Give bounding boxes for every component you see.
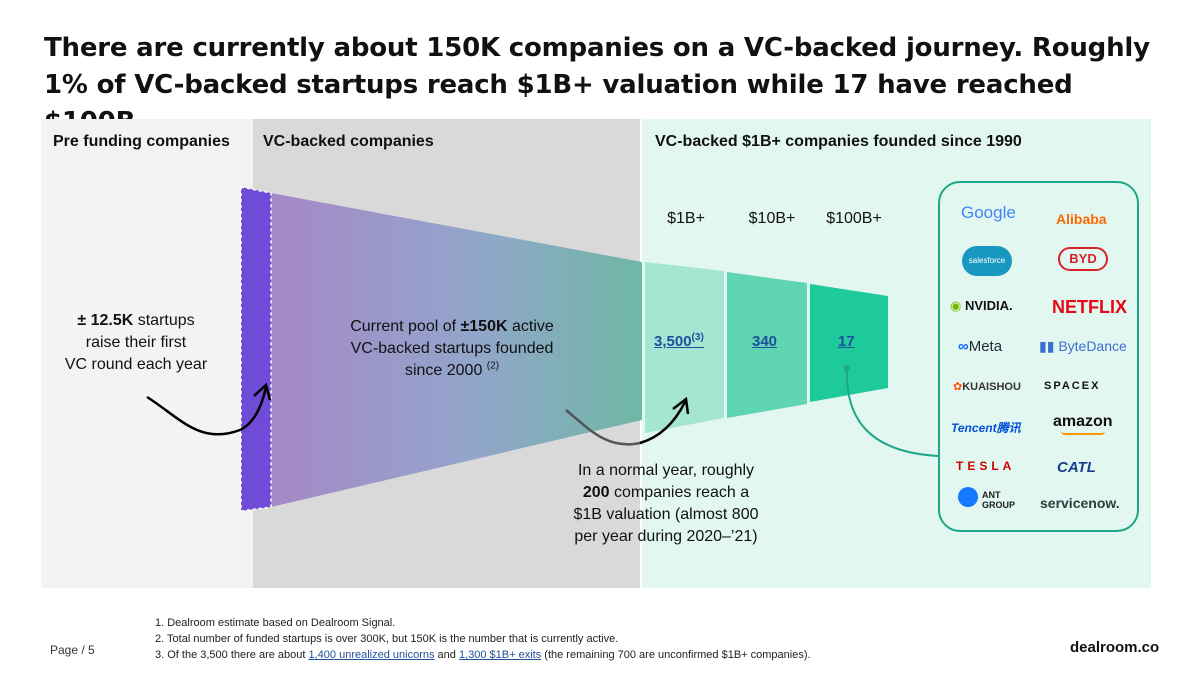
pool-text: Current pool of ±150K active VC-backed s…	[320, 316, 584, 382]
byd-logo: BYD	[1058, 247, 1108, 271]
footnote-3-post: (the remaining 700 are unconfirmed $1B+ …	[541, 649, 811, 661]
spacex-logo: SPACEX	[1044, 380, 1101, 392]
tencent-logo: Tencent腾讯	[951, 421, 1021, 435]
meta-text: Meta	[968, 338, 1003, 355]
pool-post: active	[507, 318, 554, 335]
pool-line2: VC-backed startups founded	[350, 340, 554, 357]
pre-line2: raise their first	[85, 334, 187, 351]
bytedance-bars-icon: ▮▮	[1039, 338, 1059, 354]
footnote-1: 1. Dealroom estimate based on Dealroom S…	[155, 617, 396, 629]
servicenow-logo: servicenow.	[1040, 495, 1120, 511]
normal-line4: per year during 2020–’21)	[574, 528, 758, 545]
alibaba-logo: Alibaba	[1056, 211, 1107, 227]
normal-line1: In a normal year, roughly	[577, 462, 755, 479]
billion-heading: VC-backed $1B+ companies founded since 1…	[655, 133, 1022, 150]
kuaishou-icon: ✿	[953, 381, 963, 393]
pool-line3: since 2000	[404, 362, 487, 379]
pool-sup: (2)	[486, 360, 500, 372]
normal-line3: $1B valuation (almost 800	[573, 506, 759, 523]
normal-bold: 200	[582, 484, 610, 501]
vc-pool-funnel	[271, 193, 642, 507]
pool-pre: Current pool of	[350, 318, 461, 335]
salesforce-logo: salesforce	[962, 246, 1012, 276]
unrealized-unicorns-link[interactable]: 1,400 unrealized unicorns	[308, 649, 435, 661]
tesla-logo: TESLA	[956, 459, 1016, 473]
pre-funding-heading: Pre funding companies	[53, 133, 230, 150]
pre-funding-text: ± 12.5K startups raise their first VC ro…	[46, 310, 226, 376]
page-title: There are currently about 150K companies…	[44, 33, 1150, 137]
catl-logo: CATL	[1057, 459, 1096, 476]
tier-1b-label: $1B+	[667, 210, 705, 227]
meta-infinity-icon: ∞	[958, 338, 969, 355]
kuaishou-logo: ✿KUAISHOU	[953, 380, 1021, 393]
count-1b-sup: (3)	[691, 332, 704, 343]
page-label: Page / 5	[50, 643, 95, 657]
arrow-vc-tip	[639, 401, 687, 445]
segment-100b	[810, 284, 888, 402]
ant-line2: GROUP	[982, 500, 1016, 510]
bytedance-text: ByteDance	[1058, 338, 1127, 354]
tier-10b-label: $10B+	[748, 210, 796, 227]
footnote-2: 2. Total number of funded startups is ov…	[155, 633, 619, 645]
footnote-3-mid: and	[434, 649, 459, 661]
count-1b-value: 3,500	[654, 333, 692, 350]
arrow-pre	[146, 386, 268, 436]
bytedance-logo: ▮▮ ByteDance	[1039, 338, 1127, 355]
count-1b-link[interactable]: 3,500(3)	[654, 332, 704, 351]
footnote-3-pre: 3. Of the 3,500 there are about	[155, 649, 309, 661]
footnotes: 1. Dealroom estimate based on Dealroom S…	[155, 615, 811, 663]
nvidia-eye-icon: ◉	[950, 298, 965, 313]
amazon-smile-icon	[1061, 431, 1105, 435]
amazon-text: amazon	[1053, 413, 1113, 430]
tier-100b-label: $100B+	[826, 210, 882, 227]
connector-line	[845, 367, 939, 457]
ant-line1: ANT	[982, 490, 1001, 500]
pre-line1: startups	[133, 312, 195, 329]
arrow-pre-head	[253, 382, 272, 401]
count-10b-link[interactable]: 340	[752, 333, 778, 350]
arrow-vc-head	[672, 396, 690, 415]
nvidia-text: NVIDIA.	[964, 298, 1013, 313]
netflix-logo: NETFLIX	[1052, 297, 1127, 317]
segment-1b	[645, 262, 724, 433]
brand-logo: dealroom.co	[1070, 639, 1160, 656]
pre-funding-panel	[41, 119, 253, 588]
ant-group-icon	[958, 487, 978, 507]
meta-logo: ∞Meta	[958, 338, 1002, 355]
normal-year-text: In a normal year, roughly 200 companies …	[550, 460, 782, 548]
count-100b-link[interactable]: 17	[838, 333, 855, 350]
ant-group-logo: ANT GROUP	[982, 490, 1015, 510]
exits-link[interactable]: 1,300 $1B+ exits	[458, 649, 542, 661]
footnote-3: 3. Of the 3,500 there are about 1,400 un…	[155, 647, 811, 663]
pre-line3: VC round each year	[64, 356, 208, 373]
pre-funding-bar	[240, 186, 272, 512]
pre-bold: ± 12.5K	[77, 312, 134, 329]
nvidia-logo: ◉ NVIDIA.	[950, 298, 1013, 314]
vc-backed-heading: VC-backed companies	[263, 133, 434, 150]
normal-line2: companies reach a	[609, 484, 750, 501]
amazon-logo: amazon	[1053, 413, 1113, 435]
unicorn-logos-box	[938, 181, 1139, 532]
pool-bold: ±150K	[460, 318, 508, 335]
google-logo: Google	[961, 203, 1016, 222]
segment-10b	[727, 272, 807, 418]
kuaishou-text: KUAISHOU	[962, 381, 1021, 393]
